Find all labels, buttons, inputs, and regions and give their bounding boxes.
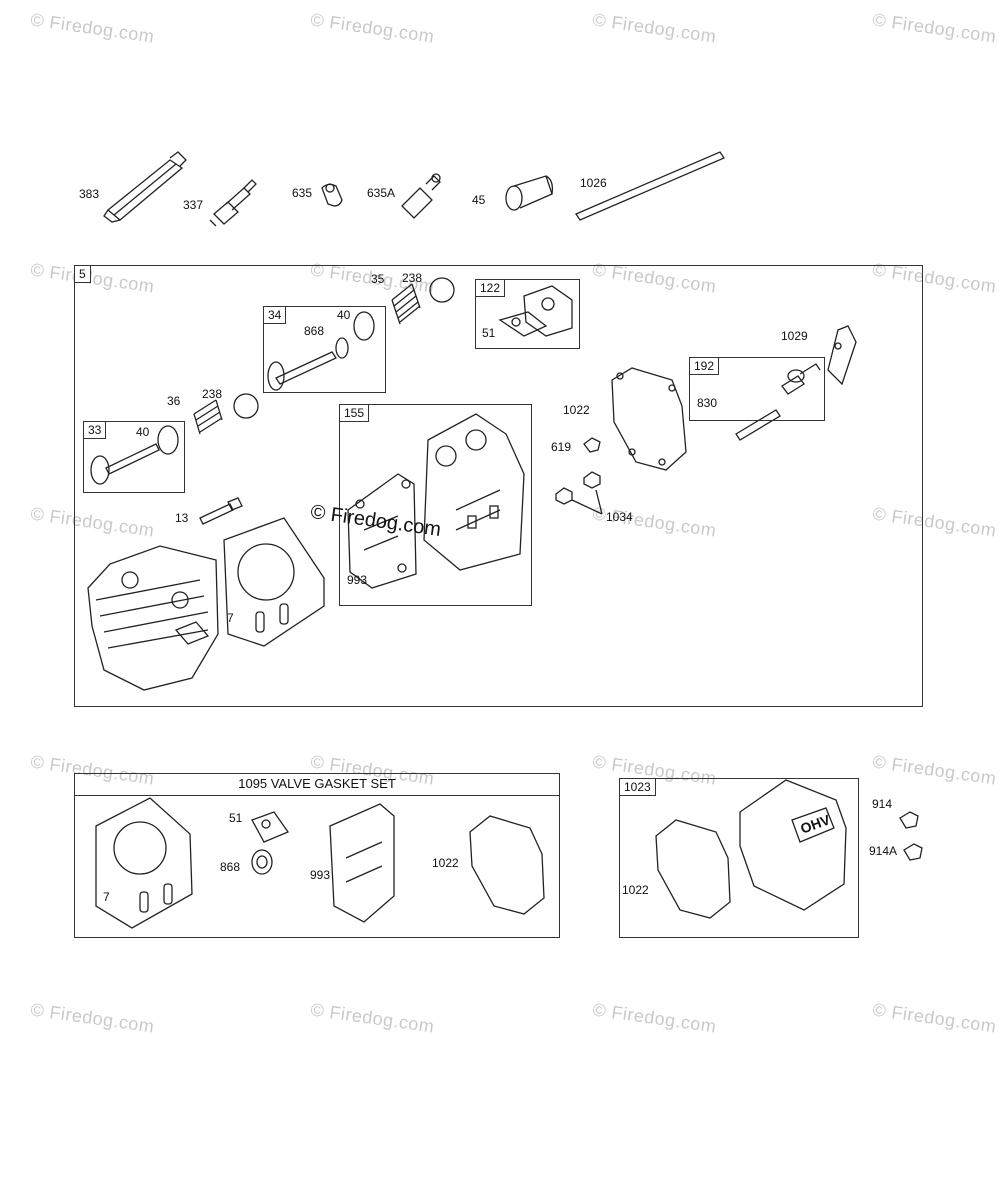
head-gasket-part-icon bbox=[223, 517, 325, 647]
nut-part-icon bbox=[555, 471, 603, 515]
valve-cap-part-icon bbox=[233, 393, 259, 419]
part-number-914: 914 bbox=[872, 797, 893, 811]
part-number-1029: 1029 bbox=[781, 329, 808, 343]
part-number-13: 13 bbox=[175, 511, 189, 525]
subassembly-frame-155 bbox=[339, 404, 532, 606]
intake-gasket-part-icon bbox=[347, 473, 417, 589]
part-number-993: 993 bbox=[347, 573, 368, 587]
valve-guide-part-icon bbox=[505, 175, 554, 211]
part-number-51: 51 bbox=[482, 326, 496, 340]
valve-cover-gasket-part-icon bbox=[469, 815, 545, 915]
valve-seal-part-icon bbox=[251, 849, 273, 875]
part-number-337: 337 bbox=[183, 198, 204, 212]
part-number-619: 619 bbox=[551, 440, 572, 454]
valve-cover-gasket-part-icon bbox=[655, 819, 731, 919]
push-rod-part-icon bbox=[575, 151, 725, 221]
subassembly-frame-34 bbox=[263, 306, 386, 393]
part-number-238: 238 bbox=[202, 387, 223, 401]
subassembly-frame-33 bbox=[83, 421, 185, 493]
spark-plug-part-icon bbox=[209, 179, 257, 227]
valve-cap-part-icon bbox=[429, 277, 455, 303]
valve-cover-gasket-part-icon bbox=[611, 367, 687, 471]
callout-box-1023: 1023 bbox=[619, 778, 656, 796]
part-number-40: 40 bbox=[337, 308, 351, 322]
valve-plate-gasket-part-icon bbox=[423, 413, 525, 571]
intake-valve-part-icon bbox=[90, 425, 179, 485]
main-assembly-frame bbox=[74, 265, 923, 707]
part-number-238: 238 bbox=[402, 271, 423, 285]
valve-cover-part-icon bbox=[739, 779, 847, 911]
valve-spring-part-icon bbox=[193, 399, 223, 435]
screw-part-icon bbox=[899, 811, 919, 829]
rocker-arm-part-icon bbox=[827, 325, 857, 386]
part-number-35: 35 bbox=[371, 272, 385, 286]
part-number-1034: 1034 bbox=[606, 510, 633, 524]
callout-box-122: 122 bbox=[475, 279, 506, 297]
exhaust-valve-part-icon bbox=[267, 311, 375, 391]
part-number-914A: 914A bbox=[869, 844, 898, 858]
subassembly-frame-192 bbox=[689, 357, 825, 421]
part-number-868: 868 bbox=[220, 860, 241, 874]
callout-box-192: 192 bbox=[689, 357, 720, 375]
cylinder-head-part-icon bbox=[87, 545, 219, 691]
part-number-635: 635 bbox=[292, 186, 313, 200]
part-number-830: 830 bbox=[697, 396, 718, 410]
part-number-993: 993 bbox=[310, 868, 331, 882]
breather-gasket-part-icon bbox=[251, 811, 289, 843]
part-number-45: 45 bbox=[472, 193, 486, 207]
subassembly-frame-122 bbox=[475, 279, 580, 349]
part-number-635A: 635A bbox=[367, 186, 396, 200]
screw-part-icon bbox=[583, 437, 601, 453]
head-gasket-part-icon bbox=[95, 797, 193, 929]
callout-box-5: 5 bbox=[74, 265, 91, 283]
part-number-36: 36 bbox=[167, 394, 181, 408]
rocker-stud-part-icon bbox=[735, 363, 821, 441]
part-number-1022: 1022 bbox=[622, 883, 649, 897]
intake-gasket-part-icon bbox=[329, 803, 395, 923]
head-bolt-part-icon bbox=[199, 497, 243, 525]
part-number-1026: 1026 bbox=[580, 176, 607, 190]
spark-plug-boot-part-icon bbox=[321, 183, 343, 207]
ignition-coil-part-icon bbox=[103, 151, 187, 223]
part-number-40: 40 bbox=[136, 425, 150, 439]
spark-plug-boot-alt-part-icon bbox=[401, 173, 441, 219]
callout-box-33: 33 bbox=[83, 421, 107, 439]
subassembly-frame-1023 bbox=[619, 778, 859, 938]
part-number-868: 868 bbox=[304, 324, 325, 338]
part-number-1022: 1022 bbox=[563, 403, 590, 417]
screw-part-icon bbox=[903, 843, 923, 861]
part-number-7: 7 bbox=[103, 890, 110, 904]
part-number-383: 383 bbox=[79, 187, 100, 201]
kit-frame-1095 bbox=[74, 773, 560, 938]
kit-title: 1095 VALVE GASKET SET bbox=[75, 773, 559, 796]
valve-spring-part-icon bbox=[391, 283, 421, 325]
callout-box-34: 34 bbox=[263, 306, 287, 324]
callout-box-155: 155 bbox=[339, 404, 370, 422]
part-number-1022: 1022 bbox=[432, 856, 459, 870]
part-number-51: 51 bbox=[229, 811, 243, 825]
breather-assembly-part-icon bbox=[498, 285, 573, 337]
part-number-7: 7 bbox=[227, 611, 234, 625]
